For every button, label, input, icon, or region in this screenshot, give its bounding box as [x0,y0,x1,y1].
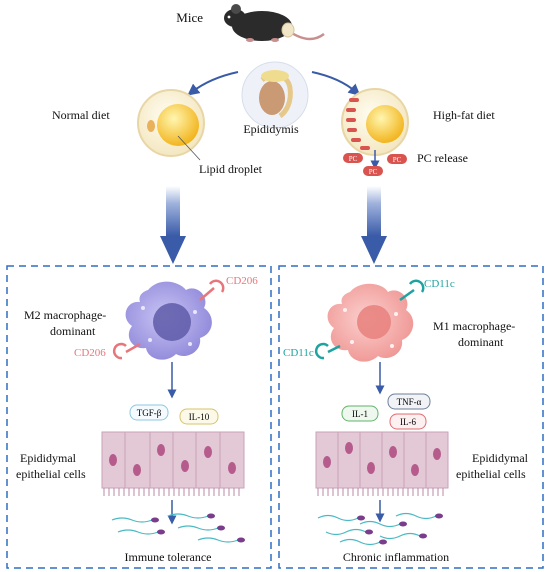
tnf-alpha-pill: TNF-α [387,393,431,410]
normal-adipocyte-icon [137,89,205,161]
m1-label-line2: dominant [458,335,504,349]
right-epithelial-line2: epithelial cells [456,467,526,481]
svg-text:PC: PC [393,156,402,164]
svg-text:PC: PC [369,168,378,176]
high-fat-adipocyte-icon [341,88,409,156]
left-epithelial-line2: epithelial cells [16,467,86,481]
pc-badge-3: PC [363,166,383,176]
right-epithelium-icon [315,431,449,496]
arrow-to-normal-diet [187,71,239,96]
cd11c-label-top: CD11c [424,278,455,290]
cd206-label-bottom: CD206 [74,347,106,359]
normal-diet-label: Normal diet [52,108,110,122]
left-epithelial-line1: Epididymal [20,451,77,465]
svg-text:TGF-β: TGF-β [137,408,162,418]
m2-label-line2: dominant [50,324,96,338]
pc-badge-2: PC [387,154,407,164]
pc-badge-1: PC [343,153,363,163]
immune-tolerance-label: Immune tolerance [125,550,212,564]
right-epithelial-line1: Epididymal [472,451,529,465]
left-panel-border [6,265,272,569]
svg-text:IL-1: IL-1 [352,409,368,419]
left-sperm-icon [111,513,245,543]
il6-pill: IL-6 [389,413,427,430]
chronic-inflammation-label: Chronic inflammation [343,550,449,564]
cd206-label-top: CD206 [226,275,258,287]
tgf-beta-pill: TGF-β [129,404,169,421]
arrow-to-high-fat-diet [311,71,361,96]
left-epithelium-icon [101,431,245,496]
right-panel-border [278,265,544,569]
right-sperm-icon [317,512,443,546]
svg-text:TNF-α: TNF-α [397,397,422,407]
il10-pill: IL-10 [179,408,219,425]
cd11c-label-bottom: CD11c [283,347,314,359]
epididymis-label: Epididymis [243,122,299,136]
svg-text:IL-10: IL-10 [189,412,210,422]
m1-label-line1: M1 macrophage- [433,319,515,333]
m2-macrophage-icon [125,281,212,360]
cd11c-receptor-bottom-icon [314,342,341,360]
cd11c-receptor-top-icon [399,279,425,302]
big-arrow-left [160,186,186,264]
cd206-receptor-bottom-icon [112,342,141,360]
mouse-icon [224,4,325,42]
m1-macrophage-icon [327,283,414,362]
lipid-droplet-label: Lipid droplet [199,162,263,176]
svg-text:IL-6: IL-6 [400,417,416,427]
mice-label: Mice [176,10,203,25]
epididymis-icon [241,61,309,129]
il1-pill: IL-1 [341,405,379,422]
m2-label-line1: M2 macrophage- [24,308,106,322]
pc-release-label: PC release [417,151,468,165]
cd206-receptor-top-icon [199,279,225,301]
big-arrow-right [361,186,387,264]
svg-text:PC: PC [349,155,358,163]
high-fat-diet-label: High-fat diet [433,108,495,122]
